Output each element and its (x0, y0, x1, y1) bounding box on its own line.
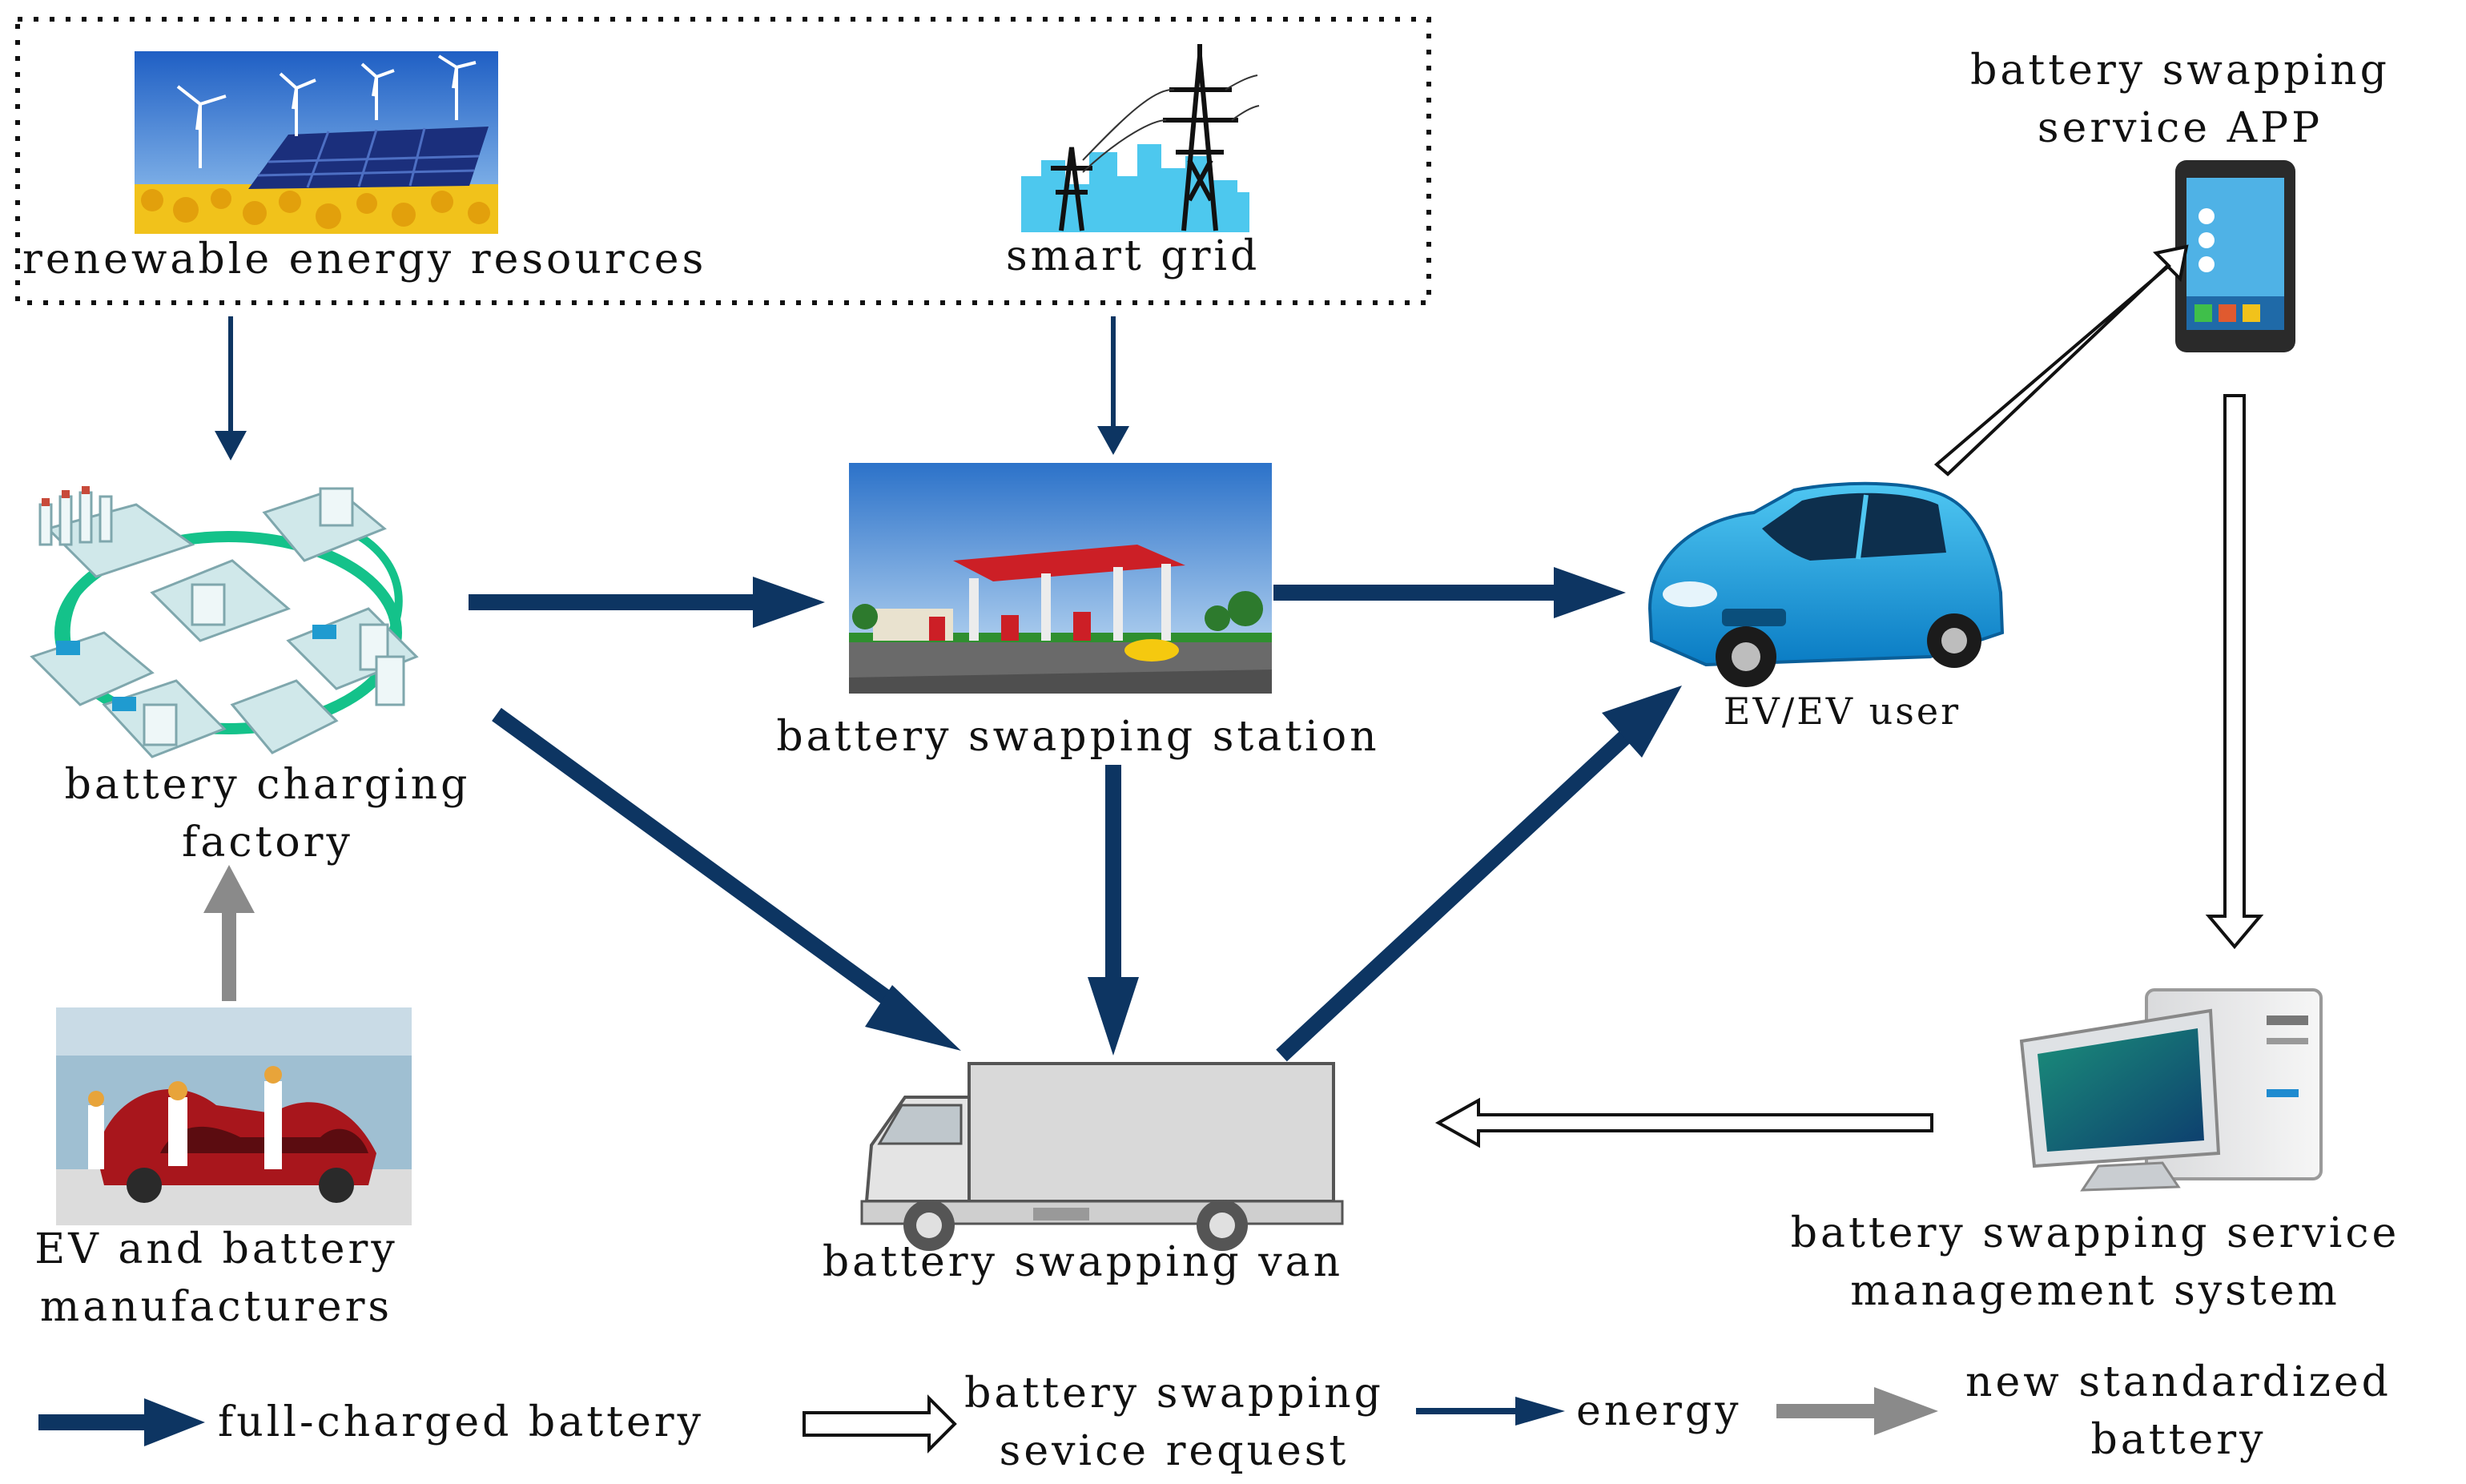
app-label-line2: service APP (2037, 104, 2323, 152)
renewable-energy-image (135, 51, 498, 234)
battery-arrow-van-to-ev (1276, 686, 1682, 1062)
factory-label-line2: factory (182, 818, 353, 867)
ev-user-label: EV/EV user (1723, 690, 1961, 733)
battery-arrow-station-to-ev (1273, 567, 1626, 618)
renewable-energy-label: renewable energy resources (22, 235, 707, 284)
management-computer-image (2019, 988, 2323, 1192)
legend-full-charged-arrow (38, 1398, 205, 1446)
energy-sources-frame (15, 17, 1431, 305)
legend-energy-arrow (1416, 1397, 1565, 1426)
smartphone-image (2175, 160, 2295, 352)
battery-swapping-van-image (860, 1062, 1344, 1251)
smart-grid-image (1021, 44, 1260, 232)
legend-request-label-line1: battery swapping (964, 1369, 1384, 1418)
ev-car-image (1647, 481, 2005, 687)
legend-full-charged-label: full-charged battery (218, 1398, 705, 1446)
van-label: battery swapping van (822, 1238, 1344, 1286)
energy-arrow-to-station (1097, 316, 1129, 455)
management-label-line1: battery swapping service (1790, 1209, 2400, 1257)
legend-request-arrow (803, 1394, 957, 1454)
legend-new-battery-arrow (1776, 1387, 1938, 1435)
energy-arrow-to-factory (215, 316, 247, 460)
battery-arrow-station-to-van (1088, 765, 1139, 1056)
battery-arrow-factory-to-station (469, 577, 825, 628)
new-battery-arrow-manufacturers-to-factory (203, 865, 255, 1001)
legend-energy-label: energy (1576, 1387, 1742, 1435)
battery-charging-factory-image (30, 486, 419, 758)
legend-new-battery-label-line1: new standardized (1965, 1358, 2392, 1406)
request-arrow-app-to-system (2205, 394, 2264, 950)
battery-arrow-factory-to-van (492, 707, 961, 1051)
manufacturers-label-line2: manufacturers (39, 1283, 393, 1331)
smart-grid-label: smart grid (1006, 232, 1261, 280)
manufacturers-image (56, 1007, 412, 1225)
station-label: battery swapping station (776, 713, 1380, 761)
factory-label-line1: battery charging (64, 761, 471, 809)
manufacturers-label-line1: EV and battery (34, 1225, 398, 1273)
battery-swapping-station-image (849, 463, 1272, 694)
legend-request-label-line2: sevice request (999, 1427, 1350, 1475)
legend-new-battery-label-line2: battery (2090, 1416, 2267, 1464)
request-arrow-ev-to-app (1933, 244, 2189, 477)
management-label-line2: management system (1850, 1267, 2340, 1315)
app-label-line1: battery swapping (1970, 46, 2390, 95)
request-arrow-system-to-van (1434, 1097, 1933, 1148)
